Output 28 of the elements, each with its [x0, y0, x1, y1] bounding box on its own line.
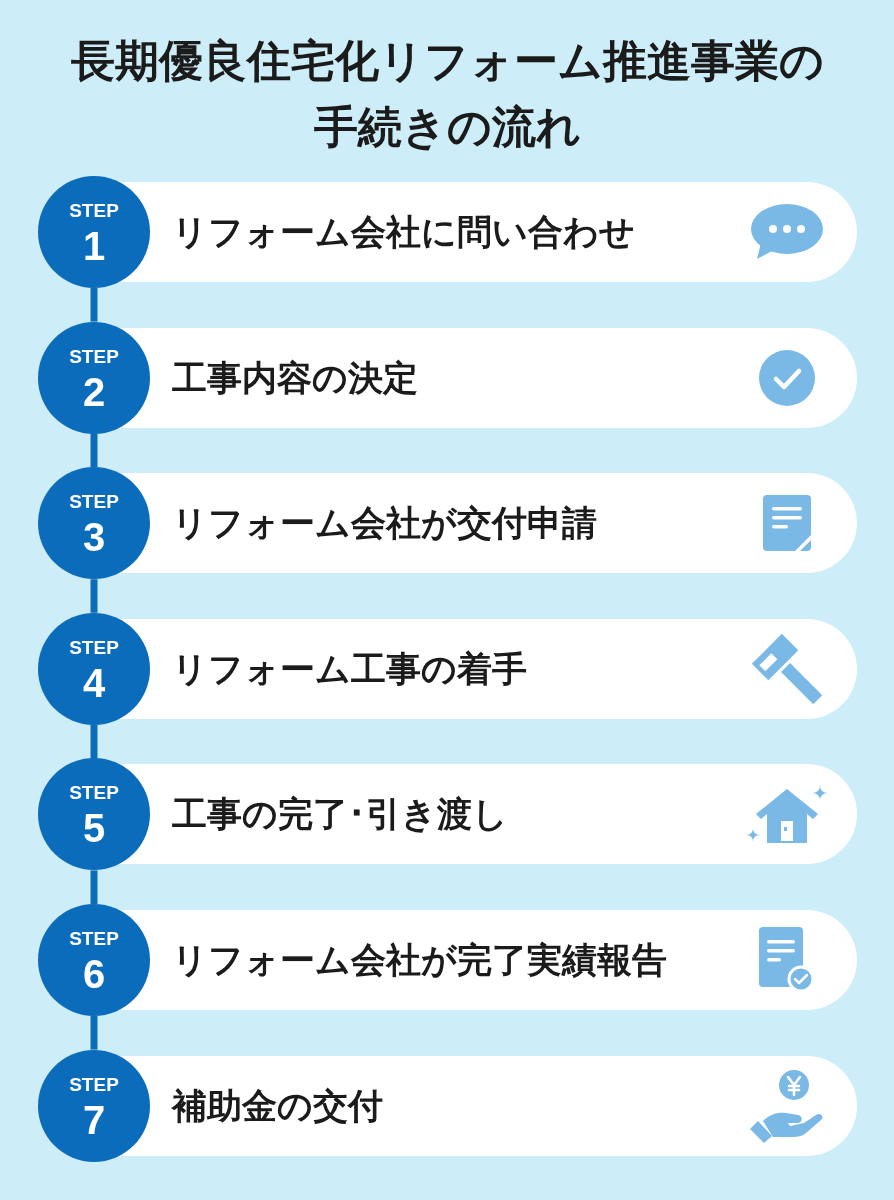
- step-title: リフォーム会社が完了実績報告: [172, 939, 667, 981]
- step-label: STEP: [68, 491, 120, 514]
- step-label: STEP: [68, 345, 120, 368]
- step-title: リフォーム工事の着手: [172, 647, 527, 690]
- step-number: 4: [81, 660, 107, 705]
- step-title: リフォーム会社が交付申請: [172, 502, 597, 545]
- connector-line: [90, 870, 98, 904]
- step-number: 3: [81, 515, 107, 560]
- connector-line: [90, 724, 98, 759]
- step-label: STEP: [68, 636, 120, 659]
- step-title: リフォーム会社に問い合わせ: [172, 211, 635, 253]
- connector-line: [90, 1016, 98, 1050]
- step-title: 補助金の交付: [172, 1084, 383, 1127]
- step-number: 6: [81, 952, 107, 996]
- title: 長期優良住宅化リフォーム推進事業の手続きの流れ: [69, 35, 825, 153]
- step-title: 工事の完了･引き渡し: [172, 793, 508, 836]
- step-label: STEP: [68, 200, 120, 222]
- step-label: STEP: [68, 928, 120, 950]
- step-number: 5: [81, 806, 107, 851]
- step-label: STEP: [68, 1073, 120, 1096]
- connector-line: [90, 579, 98, 613]
- connector-line: [90, 433, 98, 468]
- step-label: STEP: [68, 782, 120, 805]
- step-number: 2: [81, 369, 107, 414]
- step-title: 工事内容の決定: [172, 356, 418, 399]
- connector-line: [90, 288, 98, 322]
- step-number: 7: [81, 1097, 107, 1142]
- step-number: 1: [81, 224, 107, 268]
